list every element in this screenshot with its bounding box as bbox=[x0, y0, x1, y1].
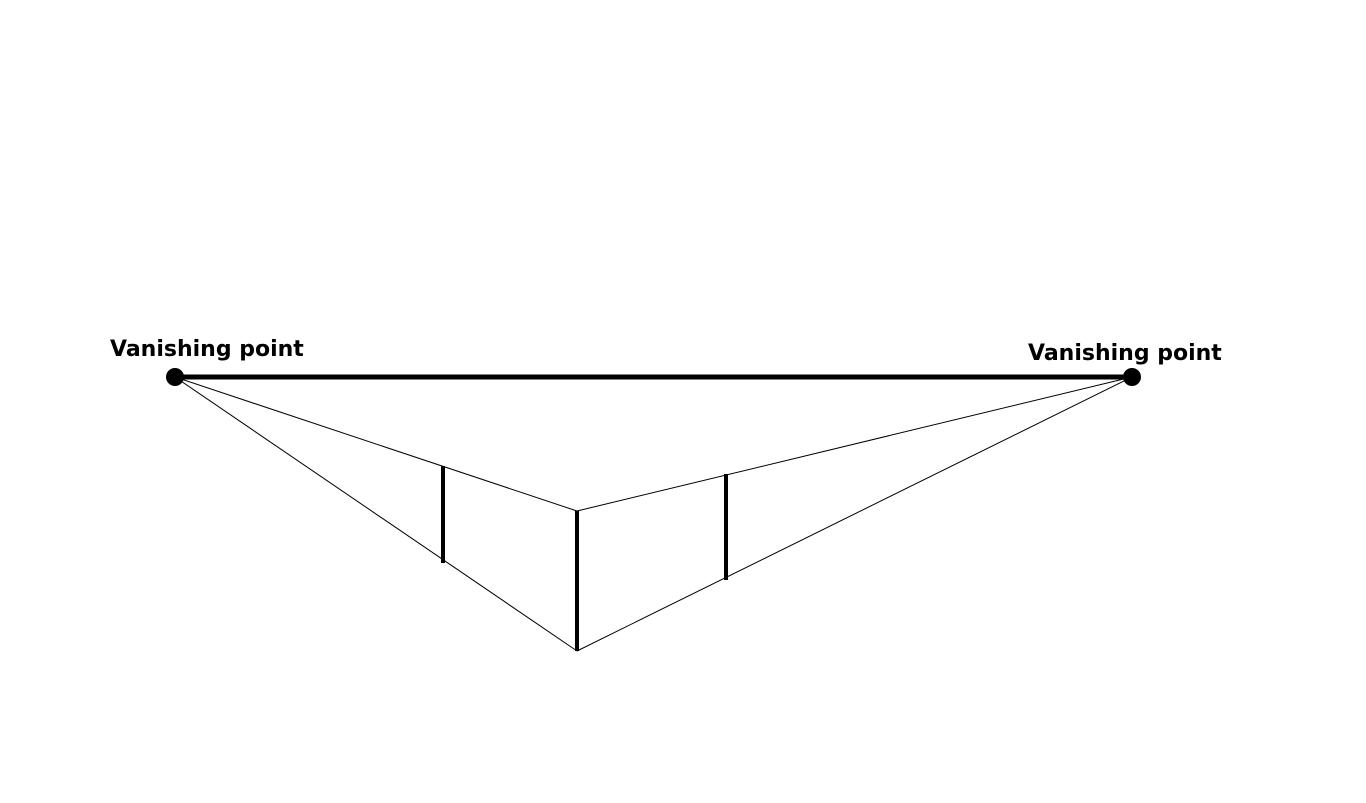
left-construction-line-top bbox=[174, 376, 578, 512]
left-construction-line-bottom bbox=[174, 376, 578, 652]
left-vanishing-point-label: Vanishing point bbox=[110, 337, 304, 362]
right-vanishing-point-label: Vanishing point bbox=[1028, 341, 1222, 366]
right-construction-line-bottom bbox=[576, 376, 1133, 652]
right-construction-line-top bbox=[576, 376, 1133, 512]
